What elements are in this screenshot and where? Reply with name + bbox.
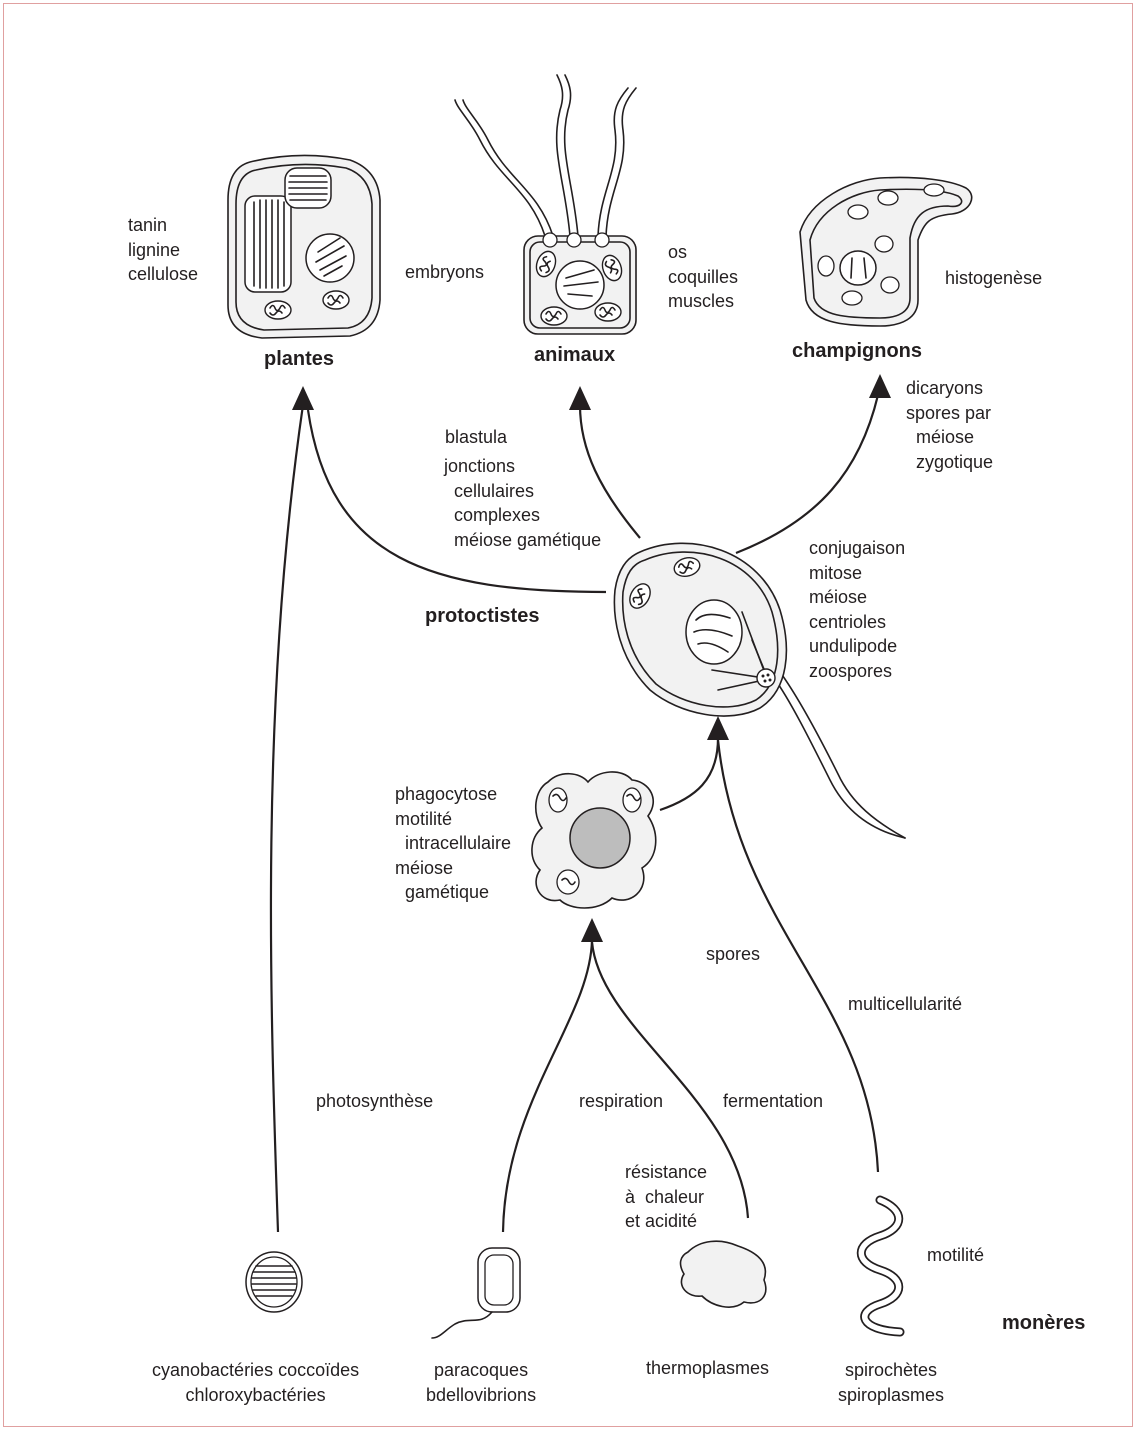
kingdom-monera-title: monères	[1002, 1312, 1086, 1334]
kingdom-plants-title: plantes	[264, 348, 335, 370]
kingdom-fungi-title: champignons	[792, 340, 923, 362]
spores-label: spores	[706, 944, 761, 964]
amoeba-traits-label: phagocytose motilité intracellulaire méi…	[395, 784, 512, 902]
page-frame	[3, 3, 1133, 1427]
animal-cell-icon	[454, 74, 637, 335]
fermentation-arrow	[590, 941, 750, 1219]
paracocci-label: paracoques bdellovibrions	[426, 1360, 537, 1405]
motility-label: motilité	[927, 1245, 985, 1265]
fermentation-label: fermentation	[723, 1091, 824, 1111]
amoeboid-cell-icon	[531, 771, 657, 909]
plant-cell-icon	[227, 154, 381, 339]
multicellularity-label: multicellularité	[848, 994, 963, 1014]
embryos-label: embryons	[405, 262, 485, 282]
protoctists-to-plants-arrow	[306, 409, 607, 594]
cyanobacteria-label: cyanobactéries coccoïdes chloroxybactéri…	[152, 1360, 360, 1405]
protoctist-cell-icon	[613, 542, 906, 839]
spirochetes-label: spirochètes spiroplasmes	[838, 1360, 945, 1405]
thermoplasma-label: thermoplasmes	[646, 1358, 770, 1378]
fungus-cell-icon	[799, 176, 973, 327]
amoeba-to-protoctists-arrow	[659, 716, 729, 812]
blastula-label: blastula	[445, 427, 508, 447]
spirochete-icon	[856, 1195, 905, 1337]
spirochete-to-protoctists-arrow	[716, 739, 880, 1173]
thermoplasma-icon	[679, 1240, 767, 1308]
protoctists-to-animals-arrow	[569, 386, 641, 539]
respiration-arrow	[501, 918, 603, 1233]
paracoccus-icon	[431, 1247, 521, 1339]
plant-traits-label: tanin lignine cellulose	[128, 215, 199, 284]
resistance-label: résistance à chaleur et acidité	[625, 1162, 708, 1231]
fungi-trait-label: histogenèse	[945, 268, 1043, 288]
cyanobacterium-icon	[245, 1251, 303, 1313]
photosynthesis-arrow	[269, 386, 314, 1233]
animal-path-label: jonctions cellulaires complexes méiose g…	[444, 456, 602, 550]
protoctist-traits-label: conjugaison mitose méiose centrioles und…	[809, 538, 906, 681]
respiration-label: respiration	[579, 1091, 664, 1111]
kingdom-protoctists-title: protoctistes	[425, 605, 540, 627]
fungi-path-label: dicaryons spores par méiose zygotique	[906, 378, 994, 472]
animal-traits-label: os coquilles muscles	[668, 242, 739, 311]
protoctists-to-fungi-arrow	[735, 374, 891, 555]
photosynthesis-label: photosynthèse	[316, 1091, 434, 1111]
kingdom-animals-title: animaux	[534, 344, 616, 366]
